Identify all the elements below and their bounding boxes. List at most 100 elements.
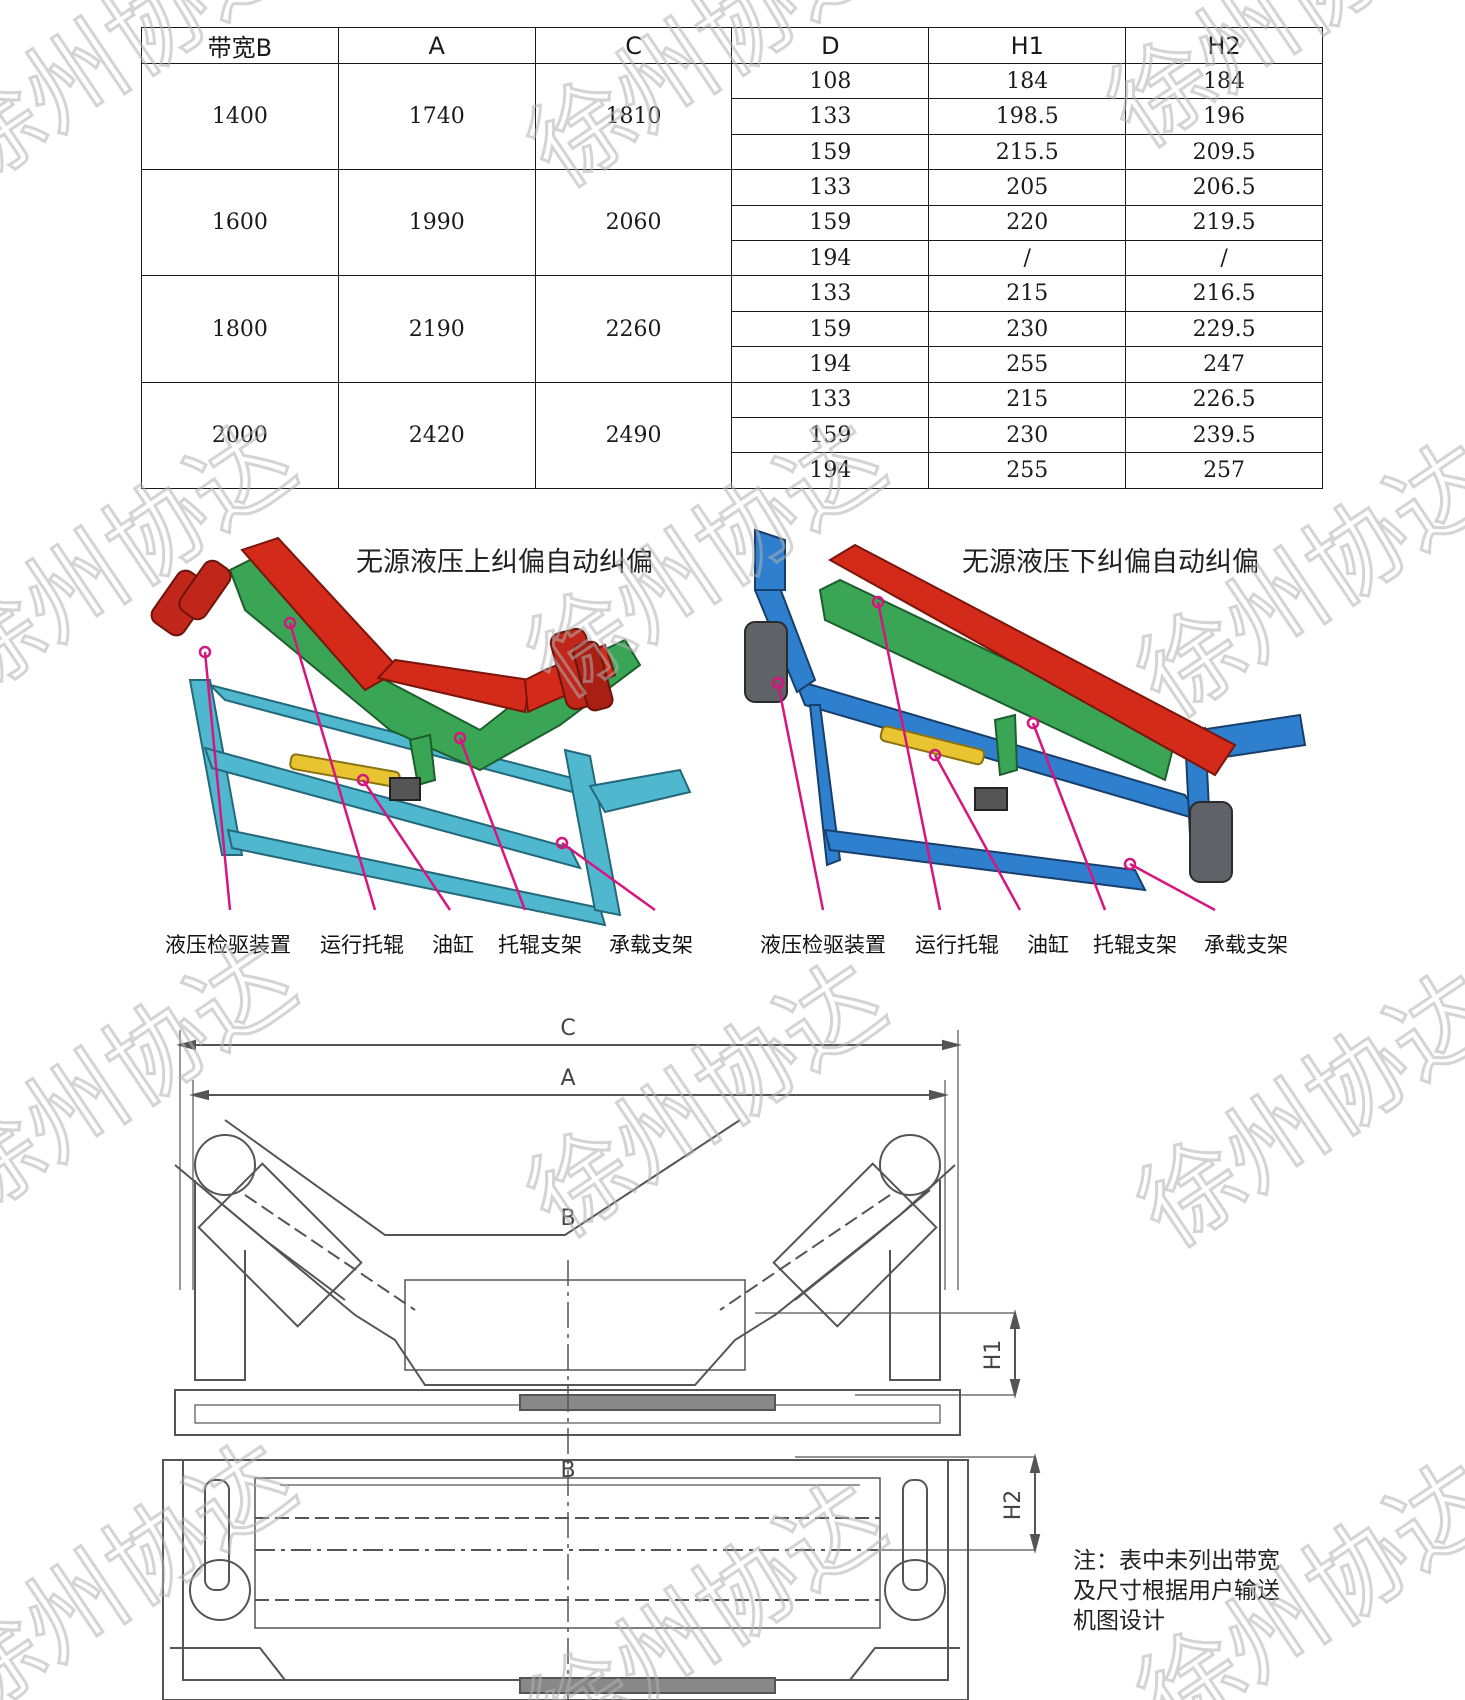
table-row: 1800 2190 2260 133 215 216.5 [141,275,1323,383]
upper-label-hydraulic-drive: 液压检驱装置 [165,933,291,957]
note-line-2: 及尺寸根据用户输送 [1073,1578,1280,1604]
cell-d: 159 [731,204,930,242]
upper-figure-caption: 无源液压上纠偏自动纠偏 [356,547,653,578]
cell-c: 1810 [534,62,733,171]
table-row: 1400 1740 1810 108 184 184 [141,62,1323,171]
cell-belt-width: 1800 [141,275,339,383]
watermark-text: 徐州协达 [1118,949,1465,1270]
cell-h1: 255 [928,346,1127,383]
cell-d: 194 [731,346,930,383]
cell-h2: 239.5 [1125,417,1323,454]
lower-training-idler-illustration [744,528,1307,912]
dim-h2-label: H2 [1001,1490,1026,1521]
cell-h2: 226.5 [1125,381,1323,419]
cell-d: 133 [731,381,930,419]
running-roller [828,543,1237,777]
cell-h2: 216.5 [1125,275,1323,312]
lower-label-carrying-frame: 承载支架 [1204,933,1288,957]
upper-label-oil-cylinder: 油缸 [432,933,474,957]
cell-d: 108 [731,62,930,100]
cell-d: 159 [731,417,930,454]
idler-bracket [818,578,1177,782]
lower-label-running-roller: 运行托辊 [915,933,999,957]
cell-belt-width: 2000 [141,381,339,490]
cell-d: 133 [731,98,930,135]
spec-table: 带宽B A C D H1 H2 1400 1740 1810 108 184 1… [141,27,1323,490]
cell-d: 133 [731,169,930,206]
col-header-c: C [534,27,733,64]
dim-h1-label: H1 [981,1340,1006,1371]
lower-figure-caption: 无源液压下纠偏自动纠偏 [962,547,1259,578]
note-line-3: 机图设计 [1073,1608,1165,1634]
oil-cylinder [289,753,421,801]
cell-h1: 255 [928,452,1127,489]
cell-a: 1990 [337,169,536,277]
table-row: 159 230 229.5 [142,310,1323,348]
table-row: 133 198.5 196 [142,98,1323,135]
cell-d: 133 [731,275,930,312]
cell-h2: 229.5 [1125,310,1323,348]
cell-h1: 230 [928,310,1127,348]
lower-label-oil-cylinder: 油缸 [1027,933,1069,957]
cell-h1: 198.5 [928,98,1127,135]
dim-c-label: C [560,1016,575,1041]
lower-idler-outline [162,1459,969,1700]
dim-b-bottom-label: B [560,1458,575,1483]
upper-idler-outline [174,1119,956,1386]
cell-h1: 215 [928,381,1127,419]
cell-c: 2490 [534,381,733,490]
cell-d: 194 [731,240,930,277]
lower-label-idler-bracket: 托辊支架 [1093,933,1177,957]
cell-h2: 257 [1125,452,1323,489]
leader-lines [771,595,1216,912]
cell-d: 159 [731,133,930,171]
cell-h1: 220 [928,204,1127,242]
dim-h2: H2 [795,1453,1041,1554]
cell-d: 194 [731,452,930,489]
upper-label-idler-bracket: 托辊支架 [498,933,582,957]
cell-h1: 184 [928,62,1127,100]
table-row: 1600 1990 2060 133 205 206.5 [141,169,1323,277]
cell-a: 2190 [337,275,536,383]
upper-label-carrying-frame: 承载支架 [609,933,693,957]
leader-lines [198,616,656,912]
dim-a: A [189,1066,949,1290]
cell-h2: 184 [1125,62,1323,100]
table-header-row: 带宽B A C D H1 H2 [141,27,1323,64]
cell-c: 2260 [534,275,733,383]
table-row: 194 255 257 [142,452,1323,489]
table-row: 194 / / [142,240,1323,277]
cell-h2: 209.5 [1125,133,1323,171]
cell-h1: 230 [928,417,1127,454]
cell-d: 159 [731,310,930,348]
cell-h1: 215.5 [928,133,1127,171]
table-row: 194 255 247 [142,346,1323,383]
dim-a-label: A [560,1066,575,1091]
cell-belt-width: 1400 [141,62,339,171]
col-header-h2: H2 [1125,27,1323,64]
cell-belt-width: 1600 [141,169,339,277]
cell-h1: 205 [928,169,1127,206]
cell-h2: 206.5 [1125,169,1323,206]
col-header-d: D [731,27,930,64]
col-header-belt-width: 带宽B [141,27,339,64]
cell-a: 2420 [337,381,536,490]
cell-h2: / [1125,240,1323,277]
cell-h1: / [928,240,1127,277]
engineering-drawing: C A B H1 [162,1016,1041,1700]
design-note: 注：表中未列出带宽 及尺寸根据用户输送 机图设计 [1073,1546,1313,1636]
hydraulic-drive-units [150,559,614,712]
dim-c: C [176,1016,962,1290]
cell-h2: 196 [1125,98,1323,135]
lower-label-hydraulic-drive: 液压检驱装置 [760,933,886,957]
dim-h1: H1 [755,1309,1021,1399]
upper-label-running-roller: 运行托辊 [320,933,404,957]
cell-h2: 247 [1125,346,1323,383]
hydraulic-drive-units [744,621,1233,883]
cell-a: 1740 [337,62,536,171]
table-row: 159 230 239.5 [142,417,1323,454]
cell-h2: 219.5 [1125,204,1323,242]
table-row: 2000 2420 2490 133 215 226.5 [141,381,1323,490]
note-line-1: 注：表中未列出带宽 [1073,1548,1280,1574]
col-header-a: A [337,27,536,64]
